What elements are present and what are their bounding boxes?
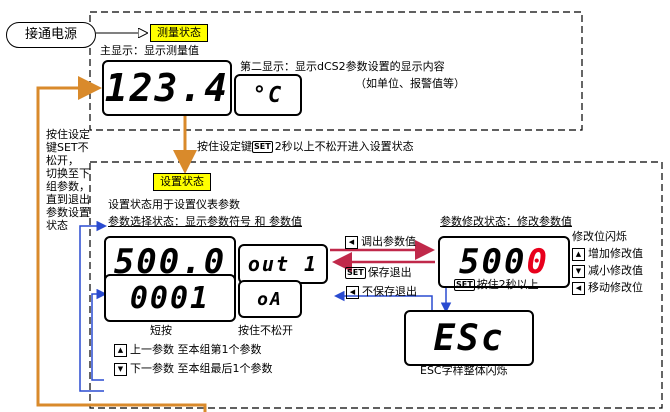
nosave-exit-arrow: [334, 290, 433, 310]
nosave-exit-label: ◀不保存退出: [346, 285, 417, 299]
power-on-label: 接通电源: [6, 22, 96, 48]
up-arrow-key-icon: ▲: [114, 343, 127, 357]
down-loop-arrow: [79, 220, 107, 392]
setting-state-tag: 设置状态: [153, 173, 211, 191]
esc-display: ESc: [404, 310, 534, 366]
measure-state-tag: 测量状态: [150, 24, 208, 42]
move-label: ◀移动修改位: [572, 281, 643, 295]
exit-loop-arrow: [36, 76, 207, 412]
short-press-label: 短按: [150, 324, 172, 337]
left-note: 按住设定 键SET不 松开， 切换至下 组参数， 直到退出 参数设置 状态: [46, 128, 90, 232]
setting-frame: [89, 161, 663, 409]
left-arrow-key-icon: ◀: [345, 235, 358, 249]
up-arrow-key-icon: ▲: [572, 247, 585, 261]
group-symbol-display: oA: [238, 280, 302, 318]
measure-frame: [89, 11, 583, 131]
down-arrow-key-icon: ▼: [114, 362, 127, 376]
inc-label: ▲增加修改值: [572, 247, 643, 261]
modify-value-main: 500: [459, 242, 527, 282]
measure-main-display: 123.4: [102, 60, 232, 116]
modify-value-blink-digit: 0: [526, 242, 549, 282]
left-arrow-key-icon: ◀: [346, 285, 359, 299]
setting-desc: 设置状态用于设置仪表参数: [108, 198, 240, 211]
up-param-note: ▲上一参数 至本组第1个参数: [114, 343, 262, 357]
left-arrow-key-icon: ◀: [572, 281, 585, 295]
modify-state-title: 参数修改状态：修改参数值: [440, 215, 572, 228]
param-select-desc: 参数选择状态：显示参数符号 和 参数值: [108, 215, 302, 228]
measure-unit-display: °C: [234, 74, 302, 116]
up-loop-arrow: [91, 288, 107, 381]
main-display-label: 主显示：显示测量值: [100, 44, 199, 57]
group-value-display: 0001: [104, 274, 236, 322]
second-display-note: （如单位、报警值等）: [355, 77, 465, 90]
blink-label: 修改位闪烁: [572, 230, 627, 243]
set-key-icon: SET: [345, 267, 366, 279]
down-param-note: ▼下一参数 至本组最后1个参数: [114, 362, 273, 376]
param-symbol-display: out 1: [238, 244, 328, 284]
long-press-label: 按住不松开: [238, 324, 293, 337]
second-display-label: 第二显示：显示dCS2参数设置的显示内容: [240, 60, 445, 73]
esc-caption: ESC字样整体闪烁: [420, 364, 508, 377]
call-value-label: ◀调出参数值: [345, 235, 416, 249]
down-arrow-key-icon: ▼: [572, 264, 585, 278]
set-key-icon: SET: [454, 279, 475, 291]
set-key-icon: SET: [252, 141, 273, 153]
dec-label: ▼减小修改值: [572, 264, 643, 278]
